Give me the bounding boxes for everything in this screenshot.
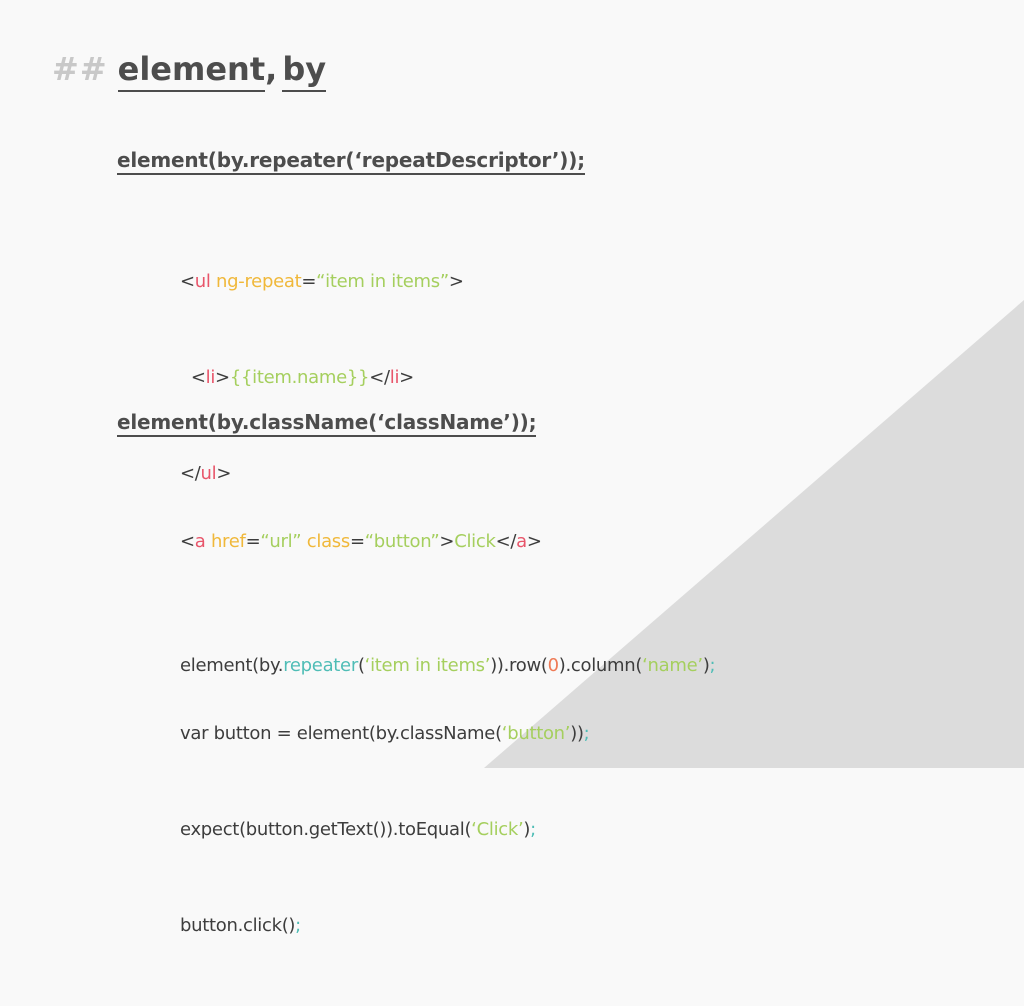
title-hash: ##: [52, 50, 108, 88]
code-line: <li>{{item.name}}</li>: [190, 367, 414, 388]
code-line: </ul>: [180, 463, 232, 484]
code-line: button.click();: [180, 915, 301, 936]
code-line: element(by.repeater(‘item in items’)).ro…: [180, 655, 716, 676]
title-by-link[interactable]: by: [282, 50, 327, 92]
code-line: <ul ng-repeat=“item in items”>: [180, 271, 464, 292]
code-line: expect(button.getText()).toEqual(‘Click’…: [180, 819, 536, 840]
background-triangle: [484, 300, 1024, 768]
classname-heading[interactable]: element(by.className(‘className’));: [117, 410, 537, 437]
code-blank-line: [180, 622, 589, 654]
classname-heading-text: element(by.className(‘className’));: [117, 410, 537, 437]
repeater-code-block: <ul ng-repeat=“item in items”> <li>{{ite…: [180, 202, 716, 746]
slide-title: ##element, by: [52, 50, 327, 92]
title-element-link[interactable]: element: [117, 50, 266, 92]
code-line: <a href=“url” class=“button”>Click</a>: [180, 531, 542, 552]
title-comma: ,: [265, 50, 278, 88]
code-line: var button = element(by.className(‘butto…: [180, 723, 590, 744]
classname-code-block: <a href=“url” class=“button”>Click</a> v…: [180, 462, 590, 1006]
repeater-heading-text: element(by.repeater(‘repeatDescriptor’))…: [117, 148, 585, 175]
repeater-heading[interactable]: element(by.repeater(‘repeatDescriptor’))…: [117, 148, 585, 175]
slide: ##element, by element(by.repeater(‘repea…: [52, 50, 716, 936]
